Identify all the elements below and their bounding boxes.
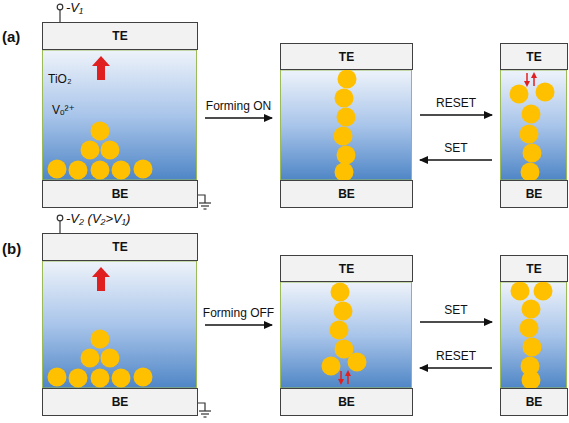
transition-label: Forming ON	[204, 99, 273, 113]
voltage-label: -V₂ (V₂>V₁)	[66, 211, 130, 226]
transition-arrow	[205, 117, 272, 118]
top-electrode: TE	[42, 233, 198, 261]
top-electrode: TE	[500, 43, 568, 70]
electrode-label: BE	[338, 395, 355, 409]
electrode-label: TE	[339, 50, 354, 64]
bottom-electrode: BE	[280, 388, 413, 416]
electrode-label: BE	[526, 395, 543, 409]
bottom-electrode: BE	[280, 180, 413, 208]
transition-label: RESET	[434, 96, 478, 110]
transition-arrow	[420, 367, 492, 368]
electrode-label: TE	[112, 240, 127, 254]
memristor-device: TE BE	[500, 255, 567, 416]
transition-label: SET	[442, 303, 469, 317]
transition-arrow	[420, 114, 492, 115]
transition-label: SET	[442, 141, 469, 155]
top-electrode: TE	[42, 22, 198, 50]
transition-label: RESET	[434, 349, 478, 363]
vacancy-circles	[48, 70, 555, 390]
electrode-label: BE	[338, 187, 355, 201]
memristor-device: TE BE	[280, 43, 412, 208]
oxide-layer	[43, 50, 567, 388]
transition-arrow	[420, 159, 492, 160]
transition-arrow	[205, 324, 272, 325]
panel-letter: (a)	[2, 28, 20, 45]
bottom-electrode: BE	[42, 388, 198, 416]
memristor-device: TE BE	[500, 43, 567, 208]
transition-label: Forming OFF	[201, 306, 276, 320]
electrode-label: TE	[112, 29, 127, 43]
memristor-device: TE TiO₂ Vₒ²⁺ BE	[42, 22, 197, 208]
switching-arrows	[341, 73, 534, 384]
panel-letter: (b)	[2, 240, 21, 257]
voltage-label: -V₁	[66, 0, 83, 15]
bottom-electrode: BE	[500, 388, 568, 416]
electrode-label: TE	[526, 50, 541, 64]
electrode-label: TE	[526, 262, 541, 276]
electrode-label: BE	[112, 395, 129, 409]
top-electrode: TE	[280, 255, 413, 282]
transition-arrow	[420, 321, 492, 322]
material-label: TiO₂	[48, 72, 72, 86]
memristor-device: TE BE	[42, 233, 197, 416]
top-electrode: TE	[280, 43, 413, 70]
bottom-electrode: BE	[500, 180, 568, 208]
top-electrode: TE	[500, 255, 568, 282]
electrode-label: TE	[339, 262, 354, 276]
vacancy-label: Vₒ²⁺	[52, 103, 75, 117]
electrode-label: BE	[112, 187, 129, 201]
memristor-device: TE BE	[280, 255, 412, 416]
bottom-electrode: BE	[42, 180, 198, 208]
electrode-label: BE	[526, 187, 543, 201]
